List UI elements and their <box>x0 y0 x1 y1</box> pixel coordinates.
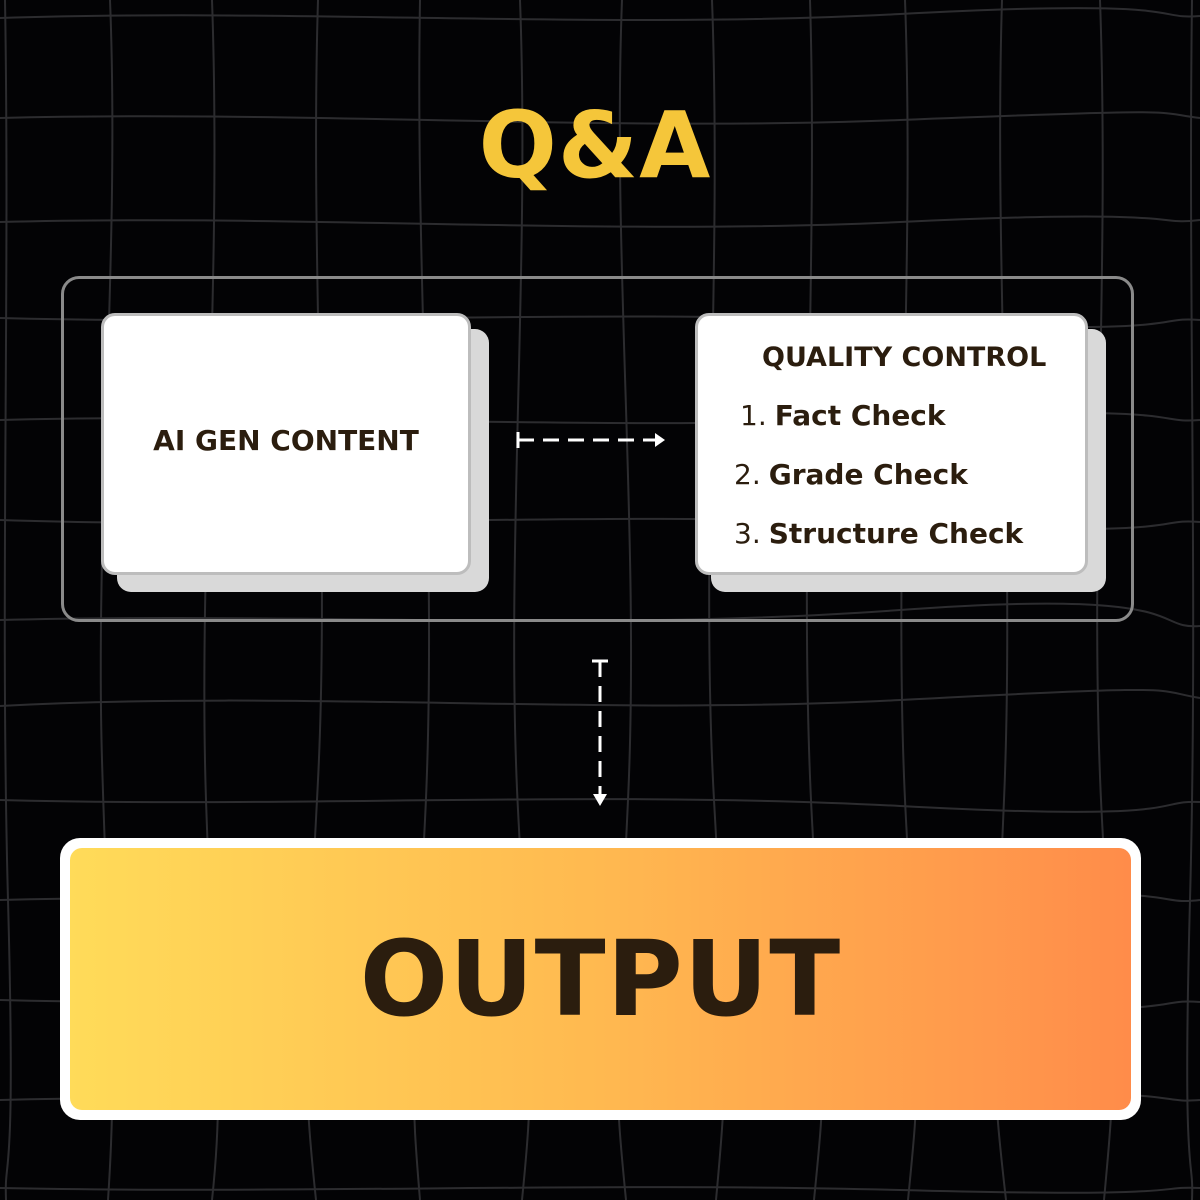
output-box: OUTPUT <box>60 838 1141 1120</box>
arrow-down-icon <box>592 659 608 806</box>
qc-item-label: Structure Check <box>768 517 1024 550</box>
quality-control-title: QUALITY CONTROL <box>762 342 1047 373</box>
qc-item-number: 1. <box>740 399 767 432</box>
output-label: OUTPUT <box>359 918 842 1040</box>
qc-item-number: 3. <box>734 517 761 550</box>
quality-control-card: QUALITY CONTROL 1.Fact Check 2.Grade Che… <box>695 313 1088 575</box>
process-group-frame <box>61 276 1134 622</box>
qc-list-item: 2.Grade Check <box>734 458 968 491</box>
qc-list-item: 3.Structure Check <box>734 517 1023 550</box>
page-title: Q&A <box>478 92 712 199</box>
qc-list-item: 1.Fact Check <box>740 399 946 432</box>
ai-gen-content-label: AI GEN CONTENT <box>153 423 419 457</box>
qc-item-number: 2. <box>734 458 761 491</box>
arrow-right-icon <box>516 432 665 448</box>
qc-item-label: Grade Check <box>768 458 968 491</box>
ai-gen-content-card: AI GEN CONTENT <box>101 313 471 575</box>
qc-item-label: Fact Check <box>774 399 946 432</box>
output-gradient-panel: OUTPUT <box>70 848 1131 1110</box>
